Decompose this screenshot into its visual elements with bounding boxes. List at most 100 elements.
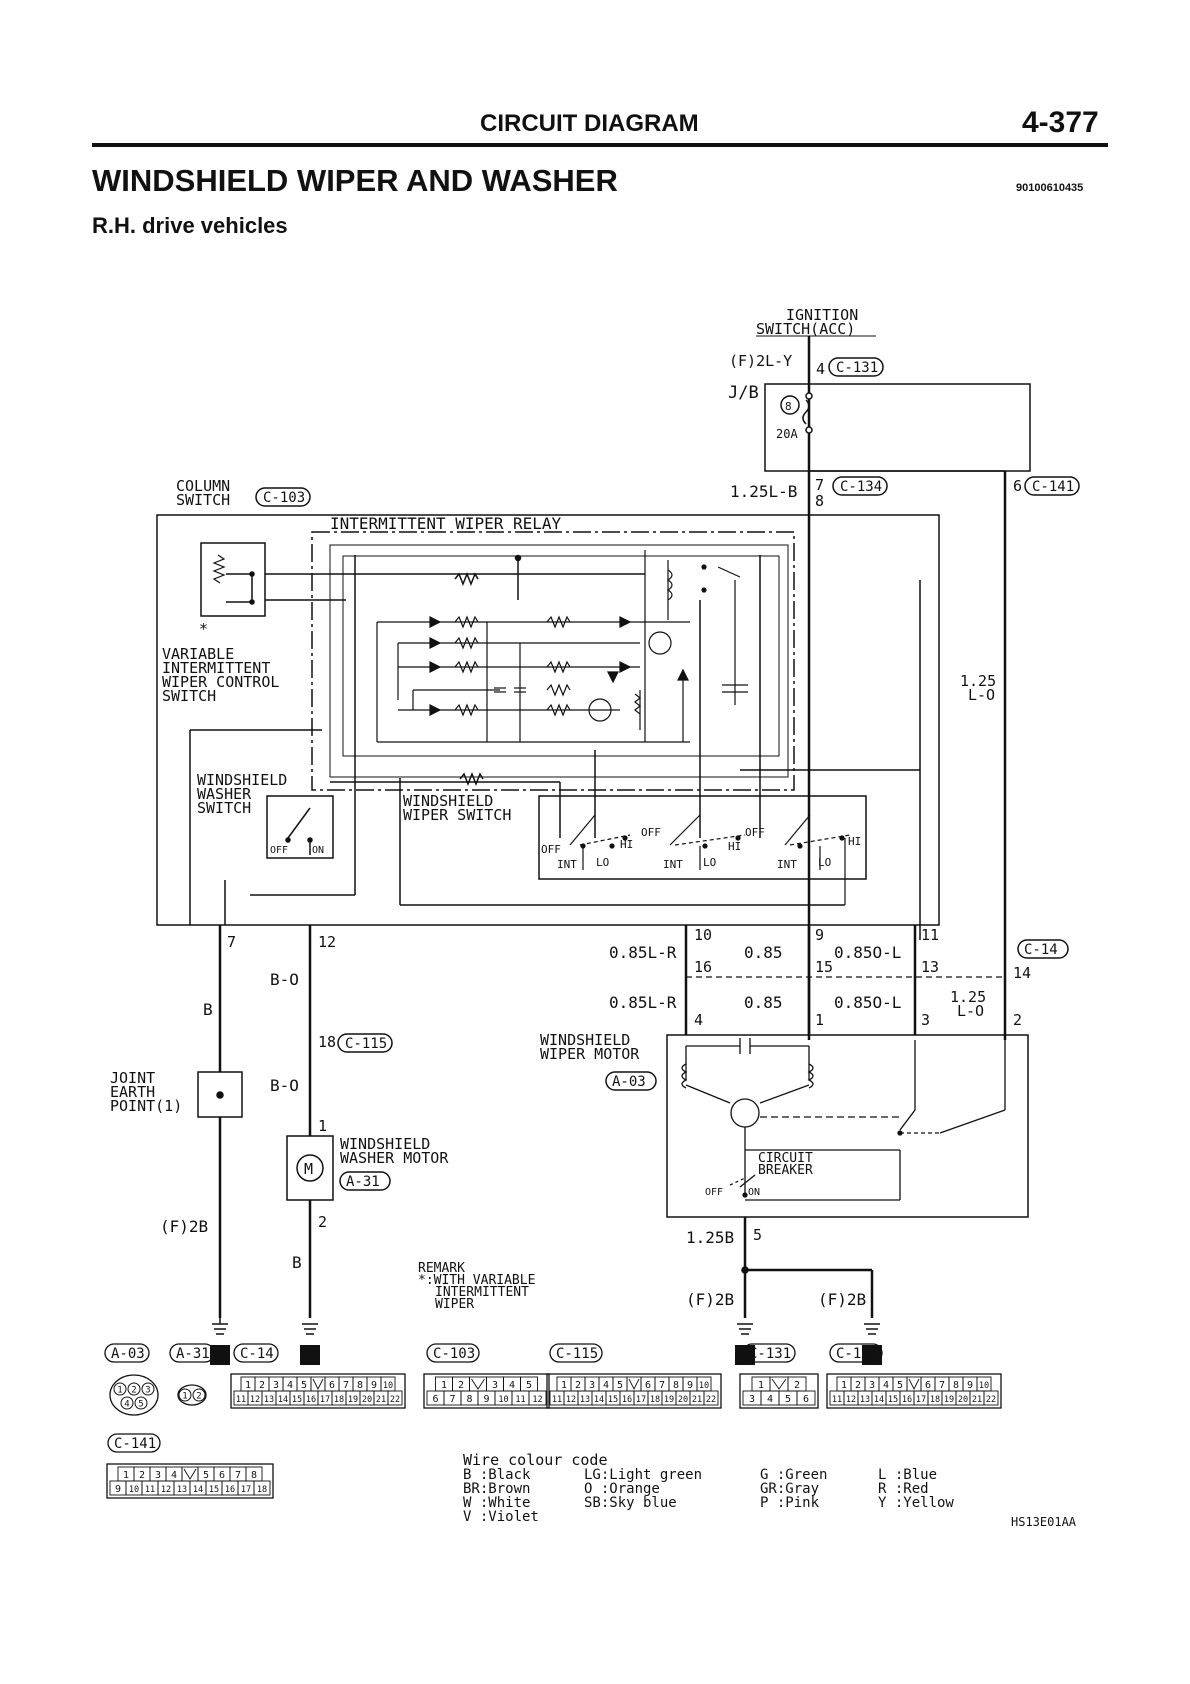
connector-pin: 21 (376, 1395, 386, 1405)
switch-pos: OFF (705, 1187, 723, 1198)
pin-label: 7 (815, 476, 824, 494)
remark-label: REMARK (418, 1261, 465, 1276)
connector-pin: 6 (645, 1380, 651, 1391)
colour-code-entry: B :Black (463, 1467, 531, 1483)
connector-pin: 13 (580, 1395, 590, 1405)
fuse-number: 8 (785, 400, 792, 413)
connector-pin: 5 (138, 1400, 143, 1410)
connector-pin: 1 (182, 1392, 187, 1402)
connector-pin: 6 (803, 1394, 809, 1405)
pin-label: 11 (921, 926, 939, 944)
connector-pin: 19 (944, 1395, 954, 1405)
connector-pin: 10 (699, 1381, 709, 1391)
colour-code-entry: SB:Sky blue (584, 1495, 677, 1511)
wire-label: 0.85 (744, 943, 783, 962)
variable-switch-label: VARIABLE (162, 645, 234, 663)
column-switch-label-2: SWITCH (176, 491, 230, 509)
connector-pin: 12 (566, 1395, 576, 1405)
connector-pin: 2 (458, 1380, 464, 1391)
connector-pin: 8 (953, 1380, 959, 1391)
connector-pin: 22 (706, 1395, 716, 1405)
connector-pin: 2 (139, 1470, 145, 1481)
document-code: 90100610435 (1016, 182, 1084, 194)
pin-label: 13 (921, 958, 939, 976)
wire-colour-code: Wire colour code B :Black BR:Brown W :Wh… (463, 1451, 954, 1525)
earth-point-number: 1 (305, 1346, 315, 1365)
pin-label: 8 (815, 492, 824, 510)
washer-switch-label: WINDSHIELD (197, 771, 287, 789)
connector-pin: 14 (594, 1395, 604, 1405)
connector-pin: 18 (930, 1395, 940, 1405)
connector-pin: 11 (515, 1395, 525, 1405)
connector-pin: 10 (129, 1485, 139, 1495)
motor-symbol: M (304, 1160, 313, 1178)
connector-pin: 15 (888, 1395, 898, 1405)
connector-pin: 4 (883, 1380, 889, 1391)
earth-point-badge: 18 (210, 1345, 230, 1365)
connector-tag: A-31 (339, 1171, 391, 1191)
connector-pin: 16 (622, 1395, 632, 1405)
connector-pin: 22 (390, 1395, 400, 1405)
wire-label: B-O (270, 970, 299, 989)
connector-pin: 5 (526, 1380, 532, 1391)
connector-pin: 9 (687, 1380, 693, 1391)
connector-tag: C-14 (1017, 939, 1069, 959)
connector-pin: 19 (664, 1395, 674, 1405)
connector-pin: 1 (841, 1380, 847, 1391)
wiper-motor-label: WINDSHIELD (540, 1031, 630, 1049)
earth-symbol (864, 1323, 880, 1335)
wiper-switch-label-2: WIPER SWITCH (403, 806, 511, 824)
wire-label: L-O (957, 1002, 984, 1020)
switch-pos: INT (663, 858, 683, 871)
connector-face-label: C-103 (433, 1346, 475, 1362)
switch-pos: OFF (641, 826, 661, 839)
connector-face-label: C-14 (240, 1346, 274, 1362)
connector-pin: 4 (603, 1380, 609, 1391)
connector-pin: 1 (245, 1380, 251, 1391)
connector-pin: 1 (758, 1380, 764, 1391)
connector-tag-text: A-03 (612, 1074, 646, 1090)
connector-pin: 6 (432, 1394, 438, 1405)
connector-tag: C-115 (337, 1033, 393, 1053)
connector-pin: 5 (301, 1380, 307, 1391)
connector-pin: 4 (124, 1400, 129, 1410)
figure-code: HS13E01AA (1011, 1515, 1077, 1529)
connector-face-label: C-115 (556, 1346, 598, 1362)
connector-pin: 1 (561, 1380, 567, 1391)
joint-earth-label-2: EARTH (110, 1083, 155, 1101)
pin-label: 9 (815, 926, 824, 944)
connector-tag: C-134 (832, 476, 888, 496)
colour-code-entry: G :Green (760, 1467, 827, 1483)
pin-label: 7 (227, 933, 236, 951)
connector-pin: 3 (273, 1380, 279, 1391)
variable-switch-label-3: WIPER CONTROL (162, 673, 279, 691)
connector-pin: 11 (236, 1395, 246, 1405)
connector-pin: 5 (785, 1394, 791, 1405)
connector-pin: 17 (241, 1485, 251, 1495)
switch-pos: ON (312, 845, 324, 856)
connector-pin: 18 (334, 1395, 344, 1405)
wire-label: (F)2B (818, 1290, 866, 1309)
connector-pin: 6 (329, 1380, 335, 1391)
joint-earth-label: JOINT (110, 1069, 155, 1087)
connector-face-label: C-141 (114, 1436, 156, 1452)
pin-label: 1 (815, 1011, 824, 1029)
connector-pin: 17 (636, 1395, 646, 1405)
connector-pin: 12 (532, 1395, 542, 1405)
connector-pin: 14 (278, 1395, 288, 1405)
connector-pin: 3 (145, 1386, 150, 1396)
wiper-motor-box (666, 1034, 1029, 1218)
connector-pin: 2 (575, 1380, 581, 1391)
connector-pin: 8 (673, 1380, 679, 1391)
fuse-rating: 20A (776, 427, 798, 441)
connector-face-label: C-131 (749, 1346, 791, 1362)
wire-label: B (203, 1000, 213, 1019)
connector-pin: 10 (979, 1381, 989, 1391)
connector-pin: 11 (832, 1395, 842, 1405)
connector-tag: A-03 (605, 1071, 657, 1091)
relay-circuit (376, 550, 748, 743)
colour-code-entry: LG:Light green (584, 1467, 702, 1483)
wire-label: (F)2B (160, 1217, 208, 1236)
